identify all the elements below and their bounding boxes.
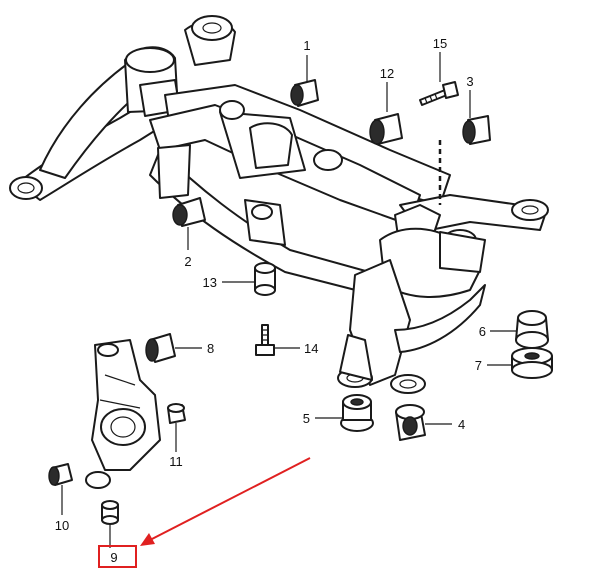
highlight-box [98,545,137,568]
callout-1: 1 [303,38,310,53]
callout-2: 2 [184,254,191,269]
highlight-annotation [98,457,311,568]
part-8-bushing [145,333,176,363]
part-1-bushing [290,79,319,107]
part-6-bushing [515,310,549,349]
leader-lines [61,52,517,548]
part-5-bushing [340,394,374,432]
callout-8: 8 [207,341,214,356]
highlight-arrowhead [140,533,155,546]
part-15-bolt [419,81,459,106]
callout-13: 13 [203,275,217,290]
callout-11: 11 [169,454,183,469]
knuckle-part [85,339,161,489]
subframe-assembly [9,15,549,394]
part-14-bolt [255,324,275,356]
part-12-bushing [369,113,403,145]
callout-5: 5 [303,411,310,426]
part-3-bushing [462,115,491,145]
callout-6: 6 [479,324,486,339]
callout-15: 15 [433,36,447,51]
callout-12: 12 [380,66,394,81]
part-9-bushing [101,500,119,525]
callout-3: 3 [466,74,473,89]
part-10-bushing [48,463,73,486]
part-2-bushing [172,197,206,227]
callout-labels: 1 2 3 4 5 6 7 8 9 10 11 12 13 14 15 [55,36,486,565]
part-4-bushing [395,404,426,441]
callout-9: 9 [110,550,117,565]
callout-4: 4 [458,417,465,432]
part-11-bushing [167,403,186,424]
callout-14: 14 [304,341,318,356]
part-7-washer [511,347,553,379]
callout-10: 10 [55,518,69,533]
part-13-bushing [254,262,276,296]
highlight-arrow [149,457,311,541]
callout-7: 7 [475,358,482,373]
